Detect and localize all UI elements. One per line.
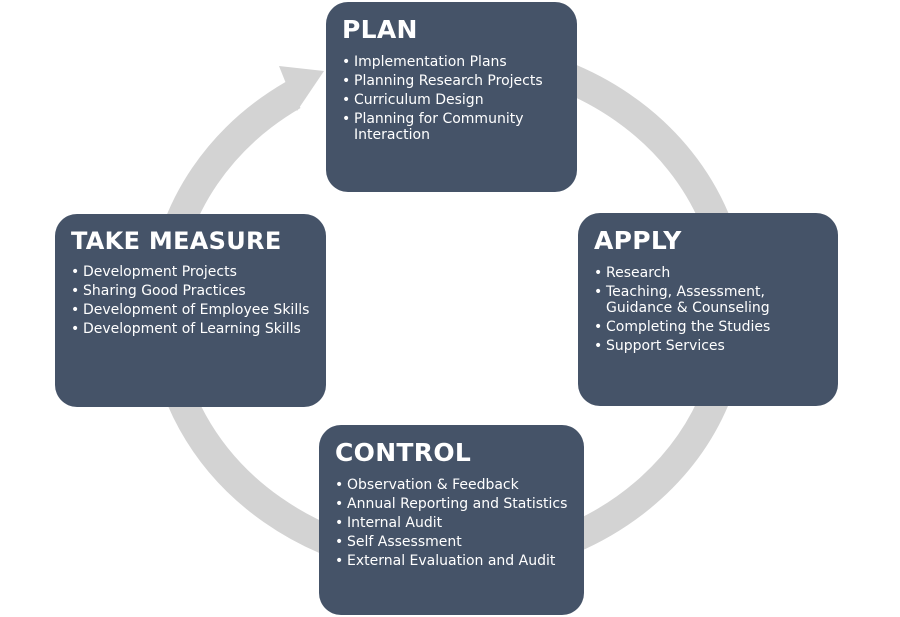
stage-take-measure: TAKE MEASURE Development Projects Sharin…: [55, 214, 326, 407]
list-item: Annual Reporting and Statistics: [335, 496, 568, 513]
stage-apply: APPLY Research Teaching, Assessment, Gui…: [578, 213, 838, 406]
list-item: Planning Research Projects: [342, 73, 561, 90]
list-item: External Evaluation and Audit: [335, 553, 568, 570]
list-item: Observation & Feedback: [335, 477, 568, 494]
list-item: Self Assessment: [335, 534, 568, 551]
list-item: Implementation Plans: [342, 54, 561, 71]
list-item: Planning for Community Interaction: [342, 111, 561, 144]
stage-plan: PLAN Implementation Plans Planning Resea…: [326, 2, 577, 192]
stage-take-measure-list: Development Projects Sharing Good Practi…: [71, 264, 310, 338]
list-item: Internal Audit: [335, 515, 568, 532]
stage-apply-list: Research Teaching, Assessment, Guidance …: [594, 265, 822, 355]
list-item: Completing the Studies: [594, 319, 822, 336]
list-item: Curriculum Design: [342, 92, 561, 109]
stage-control: CONTROL Observation & Feedback Annual Re…: [319, 425, 584, 615]
list-item: Development of Employee Skills: [71, 302, 310, 319]
list-item: Support Services: [594, 338, 822, 355]
list-item: Research: [594, 265, 822, 282]
stage-control-title: CONTROL: [335, 438, 472, 467]
list-item: Sharing Good Practices: [71, 283, 310, 300]
stage-plan-title: PLAN: [342, 15, 418, 44]
list-item: Development of Learning Skills: [71, 321, 310, 338]
stage-plan-list: Implementation Plans Planning Research P…: [342, 54, 561, 144]
list-item: Teaching, Assessment, Guidance & Counsel…: [594, 284, 822, 317]
cycle-arrowhead-icon: [279, 66, 324, 111]
stage-control-list: Observation & Feedback Annual Reporting …: [335, 477, 568, 570]
stage-apply-title: APPLY: [594, 226, 682, 255]
stage-take-measure-title: TAKE MEASURE: [71, 227, 282, 255]
list-item: Development Projects: [71, 264, 310, 281]
